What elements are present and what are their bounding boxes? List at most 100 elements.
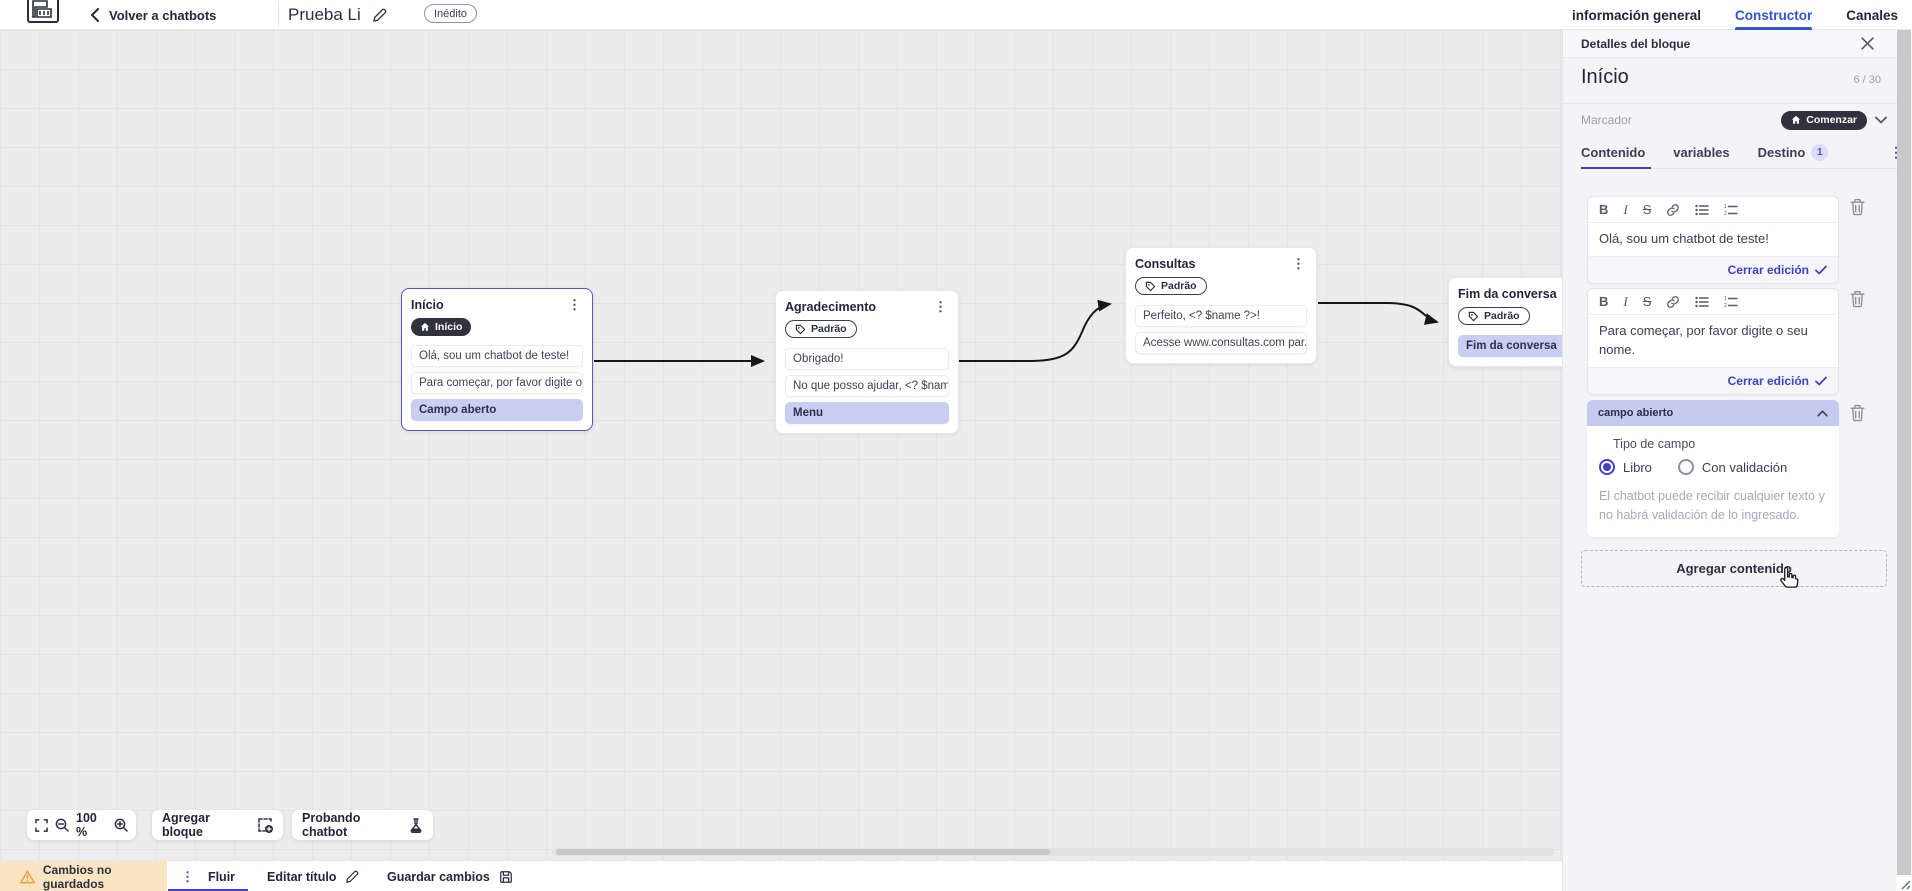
marker-label: Marcador bbox=[1581, 113, 1632, 127]
fit-view-icon[interactable] bbox=[35, 818, 48, 832]
zoom-in-icon[interactable] bbox=[114, 818, 128, 832]
link-icon[interactable] bbox=[1666, 295, 1680, 309]
block-card-message[interactable]: No que posso ajudar, <? $name ... bbox=[785, 374, 949, 397]
unsaved-label: Cambios no guardados bbox=[42, 862, 112, 891]
bold-icon[interactable]: B bbox=[1599, 202, 1609, 217]
link-icon[interactable] bbox=[1666, 203, 1680, 217]
tab-constructor[interactable]: Constructor bbox=[1735, 0, 1813, 30]
block-card-end-conversation[interactable]: Fim da conversa bbox=[1458, 334, 1562, 357]
close-panel-icon[interactable] bbox=[1860, 36, 1876, 52]
panel-header: Detalles del bloque bbox=[1563, 30, 1912, 58]
flow-tab-label: Fluir bbox=[207, 869, 236, 884]
panel-vertical-scrollbar[interactable] bbox=[1897, 30, 1911, 875]
flow-block-agradecimento[interactable]: Agradecimento ⋮ Padrão Obrigado! No que … bbox=[775, 290, 959, 434]
home-icon bbox=[420, 322, 430, 331]
top-tabs: información general Constructor Canales bbox=[1572, 0, 1898, 30]
block-title: Agradecimento bbox=[785, 300, 876, 314]
add-block-button[interactable]: Agregar bloque bbox=[152, 810, 283, 840]
block-title: Consultas bbox=[1135, 257, 1196, 271]
bullet-list-icon[interactable] bbox=[1695, 204, 1710, 216]
flask-icon bbox=[409, 817, 423, 833]
svg-text:2: 2 bbox=[1724, 211, 1727, 216]
italic-icon[interactable]: I bbox=[1623, 293, 1628, 309]
destino-count-badge: 1 bbox=[1811, 143, 1829, 161]
zoom-out-icon[interactable] bbox=[55, 818, 69, 832]
block-card-message[interactable]: Olá, sou um chatbot de teste! bbox=[411, 345, 583, 367]
flow-block-inicio[interactable]: Início ⋮ Início Olá, sou um chatbot de t… bbox=[401, 288, 593, 431]
save-changes-button[interactable]: Guardar cambios bbox=[387, 861, 513, 891]
strikethrough-icon[interactable]: S bbox=[1642, 294, 1652, 309]
bold-icon[interactable]: B bbox=[1599, 294, 1609, 309]
flow-tab-fluir[interactable]: ⋮ Fluir bbox=[168, 861, 248, 891]
check-icon bbox=[1815, 265, 1827, 275]
test-chatbot-label: Probando chatbot bbox=[302, 811, 361, 839]
block-menu-icon[interactable]: ⋮ bbox=[568, 297, 581, 312]
block-card-message[interactable]: Obrigado! bbox=[785, 347, 949, 370]
delete-content-icon[interactable] bbox=[1849, 198, 1867, 216]
block-badge-padrao: Padrão bbox=[1458, 307, 1530, 325]
chevron-down-icon[interactable] bbox=[1875, 116, 1887, 124]
canvas-horizontal-scrollbar[interactable] bbox=[552, 848, 1554, 856]
block-card-message[interactable]: Para começar, por favor digite o ... bbox=[411, 372, 583, 394]
tag-icon bbox=[795, 324, 806, 334]
message-text-input[interactable]: Para começar, por favor digite o seu nom… bbox=[1599, 323, 1808, 357]
panel-tabs: Contenido variables Destino 1 ⋮ bbox=[1581, 136, 1903, 169]
block-card-menu[interactable]: Menu bbox=[785, 401, 949, 424]
close-edit-button[interactable]: Cerrar edición bbox=[1727, 373, 1809, 388]
block-name-counter: 6 / 30 bbox=[1853, 74, 1881, 86]
marker-value-button[interactable]: Comenzar bbox=[1781, 110, 1867, 130]
flow-tab-menu-icon[interactable]: ⋮ bbox=[180, 868, 194, 884]
radio-option-libro[interactable]: Libro bbox=[1599, 459, 1652, 475]
panel-header-title: Detalles del bloque bbox=[1581, 36, 1691, 51]
tag-icon bbox=[1468, 311, 1479, 321]
block-card-open-field[interactable]: Campo aberto bbox=[411, 399, 583, 421]
tab-variables[interactable]: variables bbox=[1673, 144, 1730, 160]
radio-unselected-icon bbox=[1677, 459, 1694, 475]
tab-contenido[interactable]: Contenido bbox=[1581, 136, 1652, 169]
delete-content-icon[interactable] bbox=[1849, 404, 1867, 422]
block-card-message[interactable]: Acesse www.consultas.com par... bbox=[1135, 331, 1307, 354]
svg-text:1: 1 bbox=[1724, 204, 1727, 210]
back-chevron-icon bbox=[91, 8, 99, 22]
tab-informacion-general[interactable]: información general bbox=[1572, 7, 1702, 23]
flow-block-consultas[interactable]: Consultas ⋮ Padrão Perfeito, <? $name ?>… bbox=[1125, 247, 1317, 364]
block-badge-padrao: Padrão bbox=[785, 320, 857, 338]
message-text-input[interactable]: Olá, sou um chatbot de teste! bbox=[1599, 231, 1769, 246]
app-logo bbox=[27, 0, 59, 23]
tab-destino[interactable]: Destino 1 bbox=[1758, 136, 1829, 168]
add-content-button[interactable]: Agregar contenido bbox=[1581, 550, 1887, 587]
chevron-up-icon bbox=[1817, 410, 1828, 416]
italic-icon[interactable]: I bbox=[1623, 201, 1628, 217]
test-chatbot-button[interactable]: Probando chatbot bbox=[292, 810, 433, 840]
flow-block-fim-da-conversa[interactable]: Fim da conversa ⋮ Padrão Fim da conversa bbox=[1448, 277, 1562, 367]
svg-text:2: 2 bbox=[1724, 303, 1727, 308]
pencil-icon bbox=[346, 870, 359, 883]
bullet-list-icon[interactable] bbox=[1695, 296, 1710, 308]
close-edit-button[interactable]: Cerrar edición bbox=[1727, 262, 1809, 277]
edit-title-pencil-icon[interactable] bbox=[368, 4, 390, 26]
canvas-horizontal-scrollbar-thumb[interactable] bbox=[556, 849, 1050, 855]
block-badge-padrao: Padrão bbox=[1135, 277, 1207, 295]
tab-canales[interactable]: Canales bbox=[1846, 7, 1899, 23]
back-to-chatbots-button[interactable]: Volver a chatbots bbox=[90, 0, 216, 30]
delete-content-icon[interactable] bbox=[1849, 290, 1867, 308]
warning-icon bbox=[20, 869, 35, 884]
edit-flow-title-button[interactable]: Editar título bbox=[267, 861, 359, 891]
radio-option-con-validacion[interactable]: Con validación bbox=[1677, 459, 1787, 475]
radio-selected-icon bbox=[1599, 459, 1615, 475]
block-name-input[interactable]: Início bbox=[1581, 66, 1629, 88]
block-menu-icon[interactable]: ⋮ bbox=[1292, 256, 1305, 271]
flow-canvas[interactable]: Início ⋮ Início Olá, sou um chatbot de t… bbox=[0, 30, 1562, 860]
block-card-message[interactable]: Perfeito, <? $name ?>! bbox=[1135, 304, 1307, 327]
topbar-divider bbox=[278, 3, 279, 27]
strikethrough-icon[interactable]: S bbox=[1642, 202, 1652, 217]
block-menu-icon[interactable]: ⋮ bbox=[934, 299, 947, 314]
open-field-header[interactable]: campo abierto bbox=[1587, 400, 1839, 426]
resize-corner[interactable] bbox=[1896, 875, 1912, 891]
